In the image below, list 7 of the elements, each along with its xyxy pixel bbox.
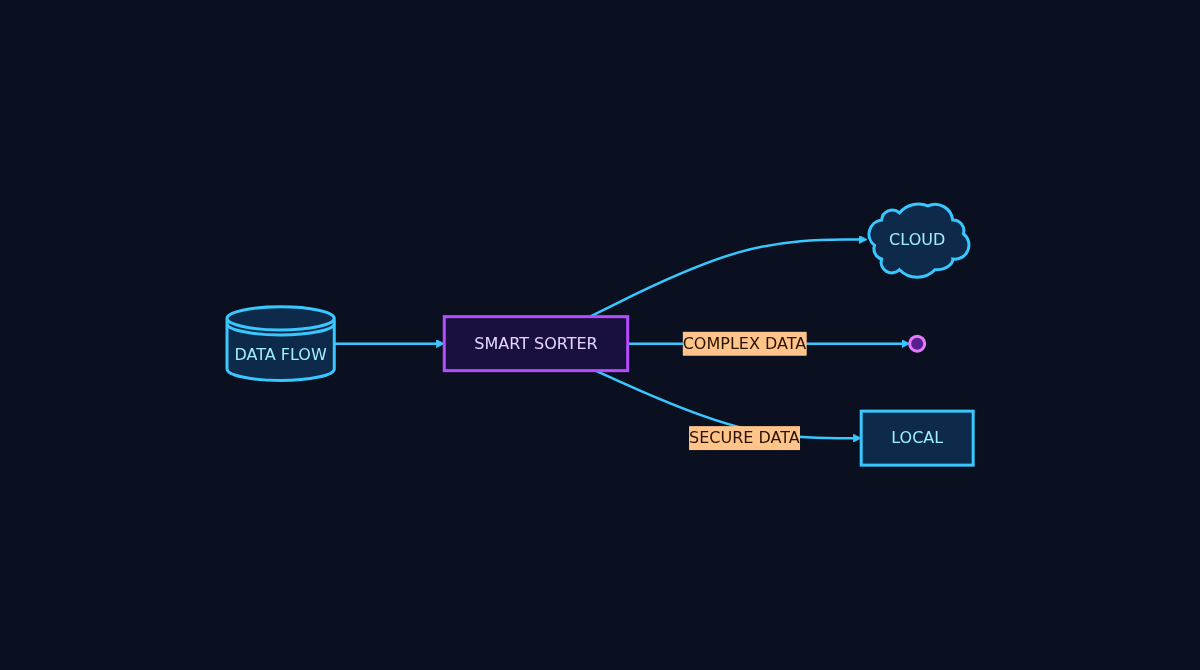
edge-label: SECURE DATA [689, 428, 800, 448]
edge-label: COMPLEX DATA [682, 334, 807, 354]
node-box: SMART SORTER [442, 315, 630, 373]
node-circle [908, 335, 927, 354]
node-text: DATA FLOW [234, 345, 327, 365]
node-box: LOCAL [859, 410, 975, 468]
arrow [334, 339, 445, 349]
